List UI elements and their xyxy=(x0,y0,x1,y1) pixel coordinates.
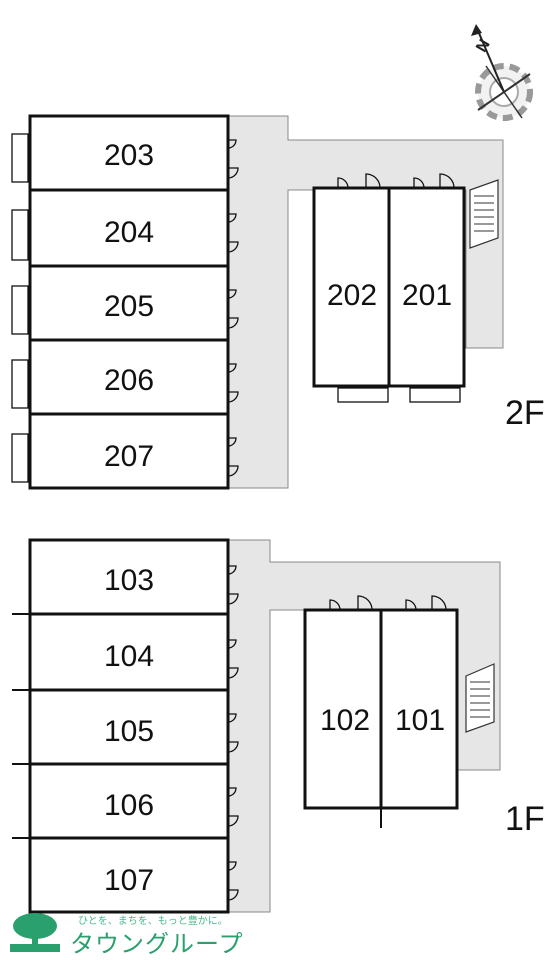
compass-icon: N xyxy=(471,24,533,121)
unit-label: 201 xyxy=(402,279,452,312)
unit-107[interactable]: 107 xyxy=(12,836,239,914)
unit-204[interactable]: 204 xyxy=(11,188,239,268)
unit-201[interactable]: 201 xyxy=(387,173,466,403)
unit-label: 202 xyxy=(327,279,377,312)
unit-label: 204 xyxy=(104,216,154,249)
unit-label: 101 xyxy=(395,704,445,737)
brand-name: タウングループ xyxy=(70,930,244,958)
unit-106[interactable]: 106 xyxy=(12,762,239,840)
unit-105[interactable]: 105 xyxy=(12,688,239,766)
brand-tagline: ひとを、まちを、もっと豊かに。 xyxy=(78,916,228,927)
unit-104[interactable]: 104 xyxy=(12,612,239,692)
unit-label: 105 xyxy=(104,715,154,748)
unit-label: 207 xyxy=(104,440,154,473)
floor-2f: 203 204 205 206 207 xyxy=(11,114,545,490)
unit-label: 205 xyxy=(104,290,154,323)
floor-label-1f: 1F xyxy=(505,800,545,838)
unit-207[interactable]: 207 xyxy=(11,412,239,490)
tree-logo-icon xyxy=(10,913,60,952)
unit-205[interactable]: 205 xyxy=(11,264,239,342)
unit-103[interactable]: 103 xyxy=(28,538,239,616)
unit-label: 104 xyxy=(104,640,154,673)
unit-label: 103 xyxy=(104,564,154,597)
unit-102[interactable]: 102 xyxy=(303,595,383,810)
compass-north-label: N xyxy=(473,37,494,56)
unit-label: 102 xyxy=(320,704,370,737)
town-group-logo: ひとを、まちを、もっと豊かに。 タウングループ xyxy=(8,910,268,958)
unit-label: 203 xyxy=(104,139,154,172)
stairs-2f xyxy=(469,179,499,249)
unit-label: 106 xyxy=(104,789,154,822)
corridor-2f xyxy=(227,115,504,489)
stairs-1f xyxy=(465,663,495,733)
unit-label: 107 xyxy=(104,864,154,897)
floor-label-2f: 2F xyxy=(505,394,545,432)
unit-label: 206 xyxy=(104,364,154,397)
unit-101[interactable]: 101 xyxy=(379,595,459,828)
unit-202[interactable]: 202 xyxy=(312,173,391,403)
floor-1f: 103 104 105 106 107 xyxy=(12,538,545,914)
unit-203[interactable]: 203 xyxy=(11,114,239,192)
unit-206[interactable]: 206 xyxy=(11,338,239,416)
